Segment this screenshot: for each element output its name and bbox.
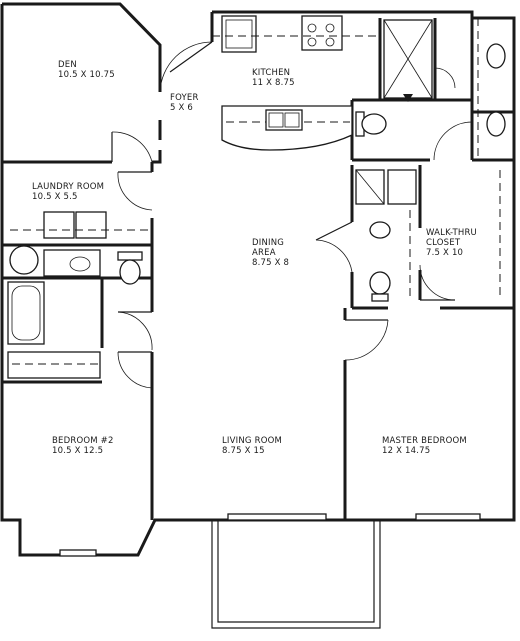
bedroom2-name: BEDROOM #2 (52, 436, 114, 446)
master-size: 12 X 14.75 (382, 446, 431, 456)
room-label-master: MASTER BEDROOM 12 X 14.75 (382, 436, 467, 456)
dining-size: 8.75 X 8 (252, 258, 290, 268)
interior-walls (2, 18, 514, 520)
laundry-size: 10.5 X 5.5 (32, 192, 78, 202)
master-name: MASTER BEDROOM (382, 436, 467, 446)
living-name: LIVING ROOM (222, 436, 283, 446)
foyer-name: FOYER (170, 93, 199, 103)
room-label-den: DEN 10.5 X 10.75 (58, 60, 115, 80)
closet-name-1: WALK-THRU (426, 228, 477, 238)
room-label-living: LIVING ROOM 8.75 X 15 (222, 436, 282, 456)
room-label-bedroom2: BEDROOM #2 10.5 X 12.5 (52, 436, 114, 456)
room-label-foyer: FOYER 5 X 6 (170, 93, 199, 113)
bedroom2-size: 10.5 X 12.5 (52, 446, 104, 456)
room-label-closet: WALK-THRU CLOSET 7.5 X 10 (426, 228, 477, 258)
room-label-kitchen: KITCHEN 11 X 8.75 (252, 68, 295, 88)
balcony (211, 520, 381, 629)
kitchen-name: KITCHEN (252, 68, 291, 78)
den-size: 10.5 X 10.75 (58, 70, 115, 80)
door-swings (111, 41, 473, 389)
room-label-dining: DINING AREA 8.75 X 8 (252, 238, 289, 268)
laundry-name: LAUNDRY ROOM (32, 182, 105, 192)
closet-size: 7.5 X 10 (426, 248, 464, 258)
kitchen-size: 11 X 8.75 (252, 78, 295, 88)
dining-name-1: DINING (252, 238, 285, 248)
foyer-size: 5 X 6 (170, 103, 194, 113)
windows (59, 513, 481, 557)
dining-name-2: AREA (252, 248, 276, 258)
bath-fixtures (355, 18, 506, 302)
closet-name-2: CLOSET (426, 238, 461, 248)
den-name: DEN (58, 60, 77, 70)
room-label-laundry: LAUNDRY ROOM 10.5 X 5.5 (32, 182, 104, 202)
kitchen-fixtures (212, 15, 380, 151)
living-size: 8.75 X 15 (222, 446, 265, 456)
laundry-fixtures (7, 211, 150, 379)
